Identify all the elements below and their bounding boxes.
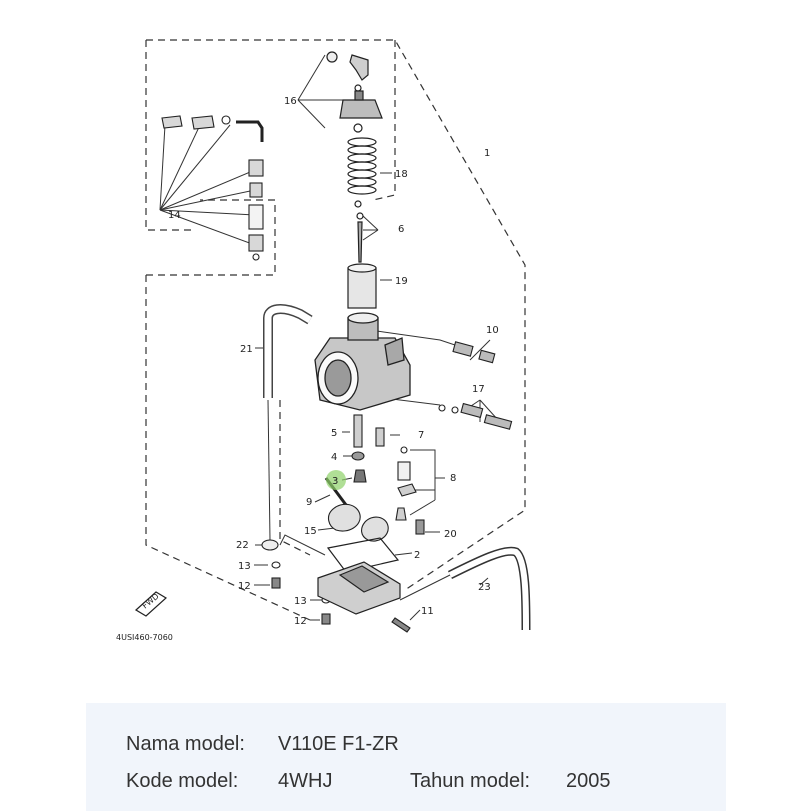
callout-12b: 12 [294,616,307,627]
callout-4: 4 [331,452,337,463]
callout-6: 6 [398,224,404,235]
callout-16: 16 [284,96,297,107]
model-name-row: Nama model: V110E F1-ZR [126,733,399,756]
jet-and-float-parts [261,414,425,633]
model-name-label: Nama model: [126,733,245,755]
model-code-value: 4WHJ [278,770,333,792]
carburetor-exploded-diagram: FWD 1 2 3 5 4 6 7 8 9 10 11 12 12 13 13 … [116,39,531,642]
callout-22: 22 [236,540,249,551]
callout-17: 17 [472,384,485,395]
model-year-label: Tahun model: [410,770,531,792]
throttle-cap-parts [326,51,383,309]
callout-9: 9 [306,497,312,508]
callout-13b: 13 [294,596,307,607]
callout-labels: 1 2 3 5 4 6 7 8 9 10 11 12 12 13 13 14 1… [168,96,499,627]
drain-hose [447,546,531,631]
assembly-outline [145,39,526,621]
callout-11: 11 [421,606,434,617]
float-bowl [317,537,401,615]
callout-3: 3 [332,476,338,487]
model-code-row: Kode model: 4WHJ Tahun model: 2005 [126,770,611,793]
callout-20: 20 [444,529,457,540]
figure-code: 4USI460-7060 [116,633,173,642]
fwd-arrow-icon: FWD [134,591,168,617]
pilot-screw-parts [161,115,264,261]
model-code-label: Kode model: [126,770,239,792]
adjusting-screws [438,341,513,430]
callout-14: 14 [168,210,181,221]
callout-13a: 13 [238,561,251,572]
carburetor-body [263,304,411,411]
callout-12a: 12 [238,581,251,592]
callout-23: 23 [478,582,491,593]
callout-2: 2 [414,550,420,561]
highlight-marker [326,470,346,490]
callout-18: 18 [395,169,408,180]
callout-7: 7 [418,430,424,441]
model-info-panel: Nama model: V110E F1-ZR Kode model: 4WHJ Ta… [86,703,726,811]
callout-8: 8 [450,473,456,484]
callout-5: 5 [331,428,337,439]
model-year-value: 2005 [566,770,611,792]
model-name-value: V110E F1-ZR [278,733,399,755]
callout-21: 21 [240,344,253,355]
callout-15: 15 [304,526,317,537]
callout-1: 1 [484,148,490,159]
callout-19: 19 [395,276,408,287]
callout-10: 10 [486,325,499,336]
